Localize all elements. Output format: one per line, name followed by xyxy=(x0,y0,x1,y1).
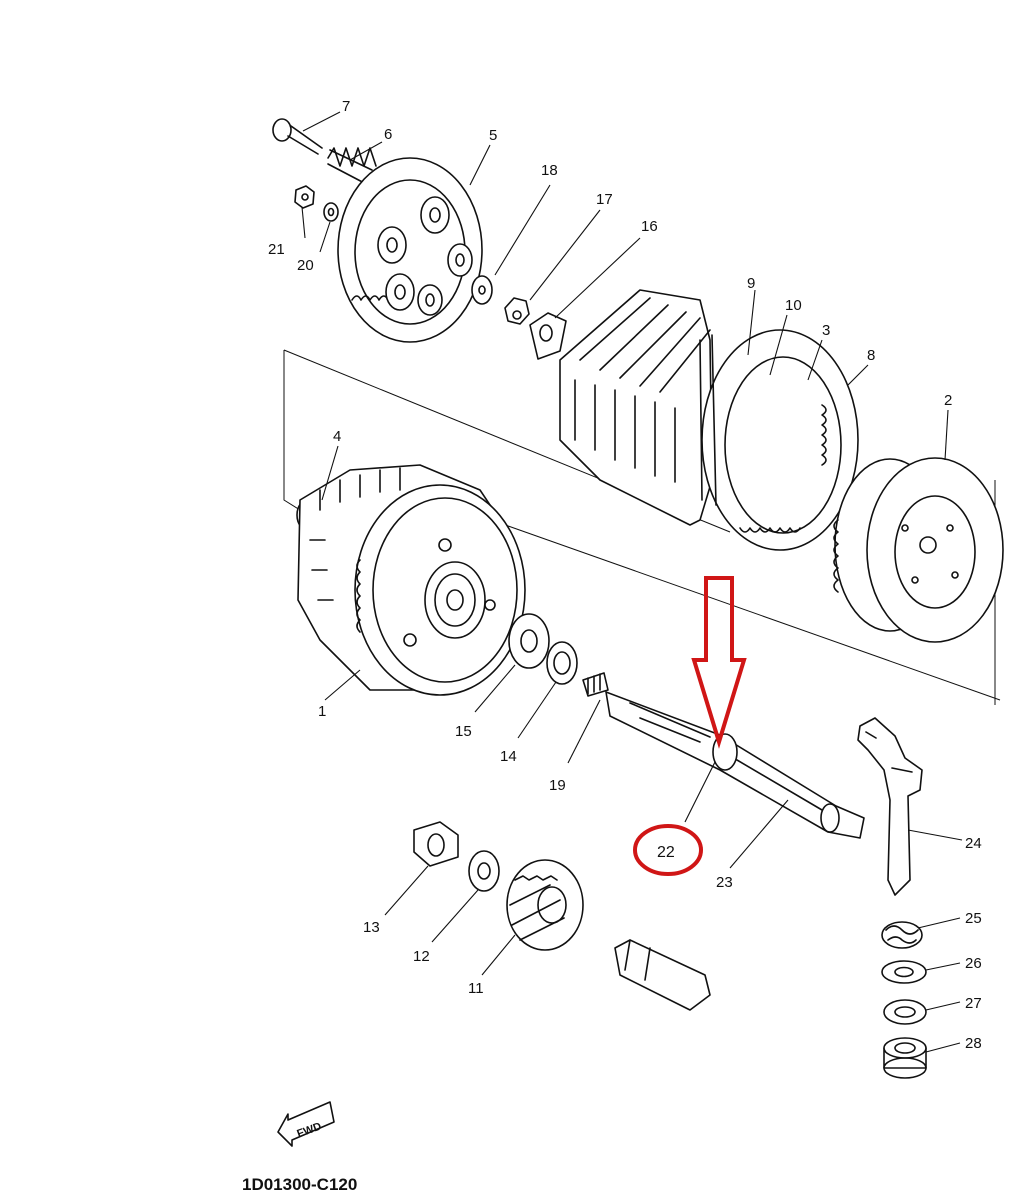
callout-label: 13 xyxy=(363,919,380,936)
callout-label: 9 xyxy=(747,275,755,292)
part-kick-spring xyxy=(881,921,923,949)
callout-label: 3 xyxy=(822,322,830,339)
leader-lines xyxy=(301,111,963,1053)
part-kick-shaft xyxy=(605,691,865,839)
callout-label: 28 xyxy=(965,1035,982,1052)
callout-label: 4 xyxy=(333,428,341,445)
callout-label: 18 xyxy=(541,162,558,179)
callout-labels: 1 2 3 4 5 6 7 8 9 10 11 12 13 14 15 16 1… xyxy=(268,98,982,1052)
callout-label: 11 xyxy=(468,980,484,997)
part-sleeve xyxy=(614,939,711,1011)
highlight-annotation: 22 xyxy=(633,576,747,876)
callout-label: 26 xyxy=(965,955,982,972)
callout-label: 2 xyxy=(944,392,952,409)
fwd-arrow-badge: FWD xyxy=(277,1101,335,1147)
part-washer-small xyxy=(468,850,500,892)
callout-label: 6 xyxy=(384,126,392,143)
callout-label: 12 xyxy=(413,948,430,965)
part-oil-seal xyxy=(883,999,927,1025)
part-thrust-plate xyxy=(546,641,578,685)
callout-label: 16 xyxy=(641,218,658,235)
part-collar xyxy=(413,821,459,867)
part-washer xyxy=(323,202,339,222)
part-kick-lever xyxy=(857,717,923,896)
callout-label: 21 xyxy=(268,241,285,258)
callout-label: 25 xyxy=(965,910,982,927)
callout-label: 14 xyxy=(500,748,517,765)
part-lock-washer xyxy=(529,312,567,360)
part-thrust-washer xyxy=(508,613,550,669)
part-pressure-plate xyxy=(337,157,483,343)
part-bolt xyxy=(272,118,323,155)
part-push-washer xyxy=(471,275,493,305)
highlight-circle xyxy=(633,824,703,876)
part-push-rod xyxy=(582,672,609,697)
callout-label: 17 xyxy=(596,191,613,208)
callout-label: 23 xyxy=(716,874,733,891)
callout-label: 27 xyxy=(965,995,982,1012)
part-clutch-housing xyxy=(297,464,526,696)
part-bushing xyxy=(883,1037,927,1079)
callout-label: 10 xyxy=(785,297,802,314)
highlight-label: 22 xyxy=(657,844,675,861)
callout-label: 7 xyxy=(342,98,350,115)
part-clutch-plate-ring xyxy=(699,329,859,551)
callout-label: 1 xyxy=(318,703,326,720)
callout-label: 20 xyxy=(297,257,314,274)
diagram-code: 1D01300-C120 xyxy=(242,1175,357,1194)
callout-label: 8 xyxy=(867,347,875,364)
part-primary-driven-gear xyxy=(833,457,1004,643)
highlight-arrow xyxy=(691,576,747,749)
callout-label: 5 xyxy=(489,127,497,144)
part-kick-gear xyxy=(506,859,584,951)
part-spring-washer xyxy=(881,960,927,984)
callout-label: 15 xyxy=(455,723,472,740)
part-nut xyxy=(294,185,315,209)
callout-label: 19 xyxy=(549,777,566,794)
part-friction-plates xyxy=(559,289,713,526)
part-push-nut xyxy=(504,297,530,325)
callout-label: 24 xyxy=(965,835,982,852)
